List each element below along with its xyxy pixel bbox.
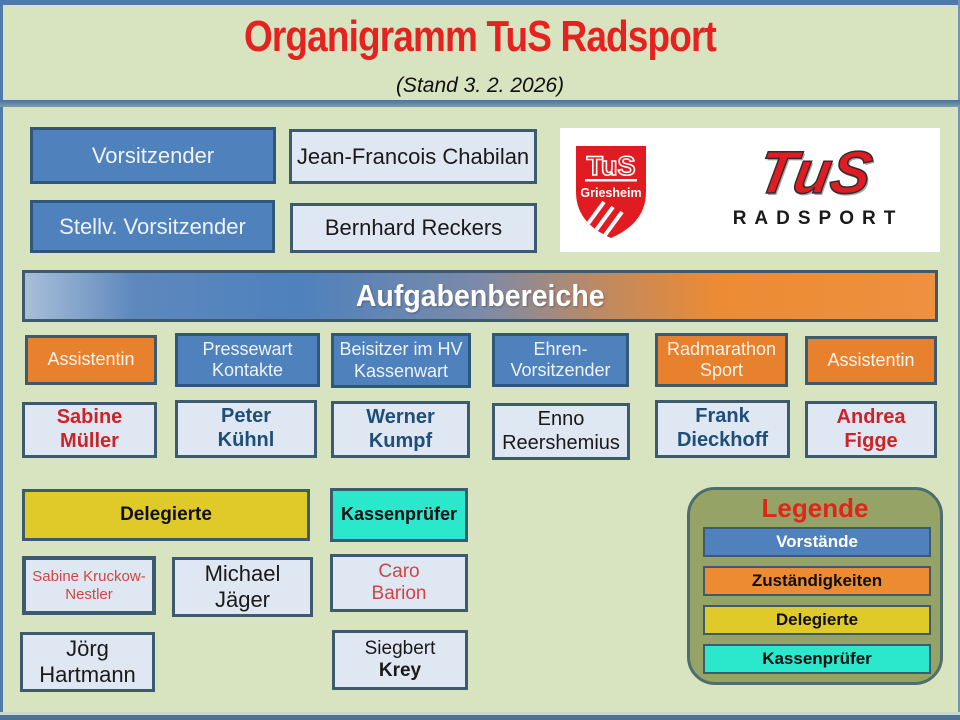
kassenpruefer-header-label: Kassenprüfer [340,504,458,525]
chairman-role-label: Vorsitzender [91,142,215,168]
tus-griesheim-shield-logo: TuS Griesheim [572,140,650,240]
chairman-name-label: Jean-Francois Chabilan [296,143,530,169]
role-box-ehrenvorsitzender: Ehren- Vorsitzender [492,333,629,387]
header-divider [0,100,960,107]
legend-title: Legende [761,493,869,523]
page-title-text: Organigramm TuS Radsport [243,12,717,61]
delegierte-header-box: Delegierte [22,489,310,541]
person-name-line2: Reershemius [502,431,620,454]
shield-icon: TuS Griesheim [576,146,646,238]
date-subtitle: (Stand 3. 2. 2026) [395,74,565,97]
role-box-assistentin-2: Assistentin [805,336,937,385]
person-name-line2: Figge [844,429,898,452]
legend-item-zustaendigkeiten: Zuständigkeiten [703,566,931,596]
tus-radsport-wordmark-logo: TuS RADSPORT [710,138,920,230]
person-name: Peter [220,405,272,428]
role-label: Pressewart [202,338,293,359]
shield-tus-text: TuS [587,151,636,181]
legend-item-kassenpruefer: Kassenprüfer [703,644,931,674]
person-name: Siegbert [364,637,436,659]
legend-panel: Legende Vorstände Zuständigkeiten Delegi… [687,487,943,685]
aufgabenbereiche-banner: Aufgabenbereiche [22,270,938,322]
frame-left [0,0,3,720]
person-name-line2: Kühnl [217,429,275,451]
deputy-role-box: Stellv. Vorsitzender [30,200,275,253]
name-box-sabine-mueller: Sabine Müller [22,402,157,458]
role-label-line2: Kassenwart [353,360,449,381]
name-box-werner-kumpf: Werner Kumpf [331,401,470,458]
role-label: Radmarathon [666,338,777,359]
name-box-andrea-figge: Andrea Figge [805,401,937,458]
frame-top [0,0,960,5]
legend-item-delegierte: Delegierte [703,605,931,635]
wordmark-radsport-text: RADSPORT [732,208,904,229]
person-name: Sabine Kruckow- [32,567,146,585]
person-name: Frank [695,405,750,428]
role-label: Assistentin [47,349,135,370]
role-label: Beisitzer im HV [339,339,463,360]
legend-item-label: Vorstände [776,532,858,551]
name-box-michael-jaeger: Michael Jäger [172,557,313,617]
person-name-line2: Müller [60,430,119,452]
role-label-line2: Vorsitzender [510,360,611,380]
frame-right [958,0,960,720]
delegierte-header-label: Delegierte [120,503,212,525]
logo-panel: TuS Griesheim TuS RADSPORT [560,128,940,252]
person-name: Jörg Hartmann [39,636,136,687]
legend-item-vorstaende: Vorstände [703,527,931,557]
wordmark-tus-text: TuS [752,138,878,207]
person-name: Caro [378,560,420,582]
person-name-line2: Barion [371,583,427,604]
legend-item-label: Zuständigkeiten [751,571,883,590]
role-label-line2: Kontakte [211,360,284,380]
name-box-joerg-hartmann: Jörg Hartmann [20,632,155,692]
name-box-frank-dieckhoff: Frank Dieckhoff [655,400,790,458]
person-name-line2: Kumpf [368,429,433,452]
legend-item-label: Kassenprüfer [762,649,872,668]
role-box-assistentin-1: Assistentin [25,335,157,385]
person-name: Sabine [56,406,123,429]
person-name-line2: Nestler [65,585,113,603]
name-box-peter-kuehnl: Peter Kühnl [175,400,317,458]
role-label-line2: Sport [699,360,744,380]
person-name: Andrea [836,405,906,428]
role-box-radmarathon-sport: Radmarathon Sport [655,333,788,387]
person-name-line2: Krey [378,660,422,681]
aufgabenbereiche-label: Aufgabenbereiche [355,278,605,313]
chairman-role-box: Vorsitzender [30,127,276,184]
name-box-sabine-kruckow-nestler: Sabine Kruckow- Nestler [22,556,156,615]
legend-item-label: Delegierte [775,610,859,629]
role-label: Ehren- [533,338,588,359]
deputy-name-label: Bernhard Reckers [324,215,503,241]
person-name: Werner [366,405,435,428]
role-box-beisitzer-kassenwart: Beisitzer im HV Kassenwart [331,333,471,388]
deputy-name-box: Bernhard Reckers [290,203,537,253]
chairman-name-box: Jean-Francois Chabilan [289,129,537,184]
frame-bottom [0,712,960,720]
person-name: Enno [537,407,585,430]
name-box-caro-barion: Caro Barion [330,554,468,612]
person-name-line2: Dieckhoff [676,429,769,451]
person-name: Michael Jäger [204,561,281,612]
name-box-enno-reershemius: Enno Reershemius [492,403,630,460]
page-title: Organigramm TuS Radsport [0,12,960,62]
role-box-pressewart: Pressewart Kontakte [175,333,320,387]
deputy-role-label: Stellv. Vorsitzender [59,213,246,239]
shield-griesheim-text: Griesheim [580,186,641,200]
kassenpruefer-header-box: Kassenprüfer [330,488,468,542]
role-label: Assistentin [827,349,915,370]
name-box-siegbert-krey: Siegbert Krey [332,630,468,690]
